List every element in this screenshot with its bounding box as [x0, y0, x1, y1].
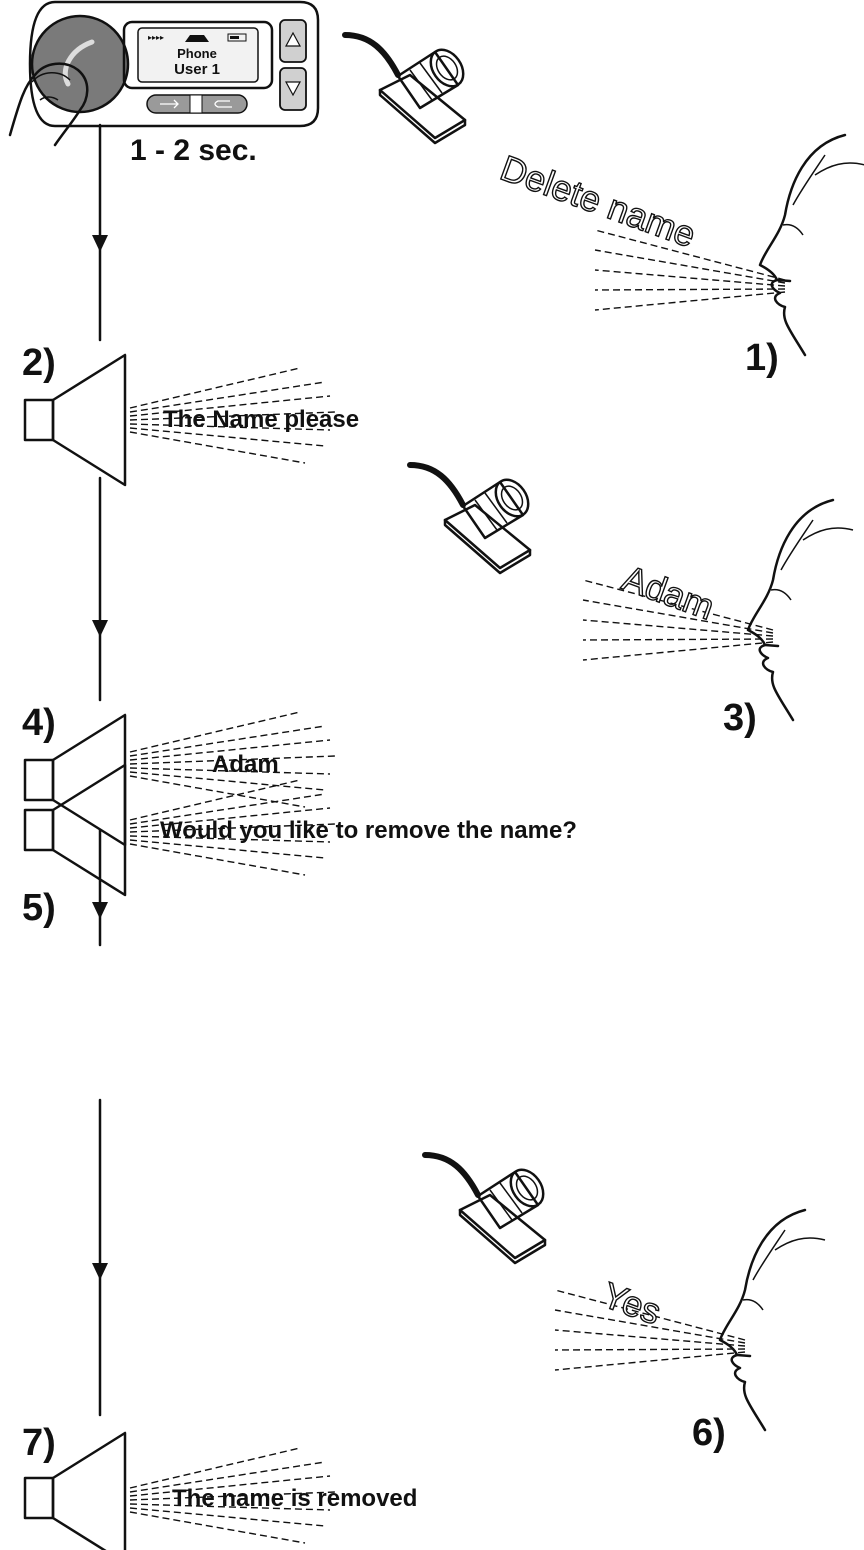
- step-5-prompt: Would you like to remove the name?: [160, 817, 577, 844]
- speaker-icon: [23, 763, 127, 897]
- step-1-speech: Delete name: [495, 147, 701, 255]
- step-1-number: 1): [745, 337, 779, 379]
- face-profile-icon: [746, 498, 855, 722]
- step-3-speech: Adam: [617, 557, 719, 628]
- arrow-down-icon: [92, 902, 108, 919]
- arrow-down-icon: [92, 620, 108, 637]
- step-2-number: 2): [22, 342, 56, 384]
- screen-line-2: User 1: [174, 61, 220, 78]
- face-profile-icon: [758, 133, 864, 357]
- finger-icon: [8, 62, 89, 147]
- step-7-number: 7): [22, 1422, 56, 1464]
- step-4-number: 4): [22, 702, 56, 744]
- microphone-icon: [410, 465, 535, 573]
- microphone-icon: [425, 1155, 550, 1263]
- hold-time-label: 1 - 2 sec.: [130, 134, 257, 167]
- arrow-down-icon: [92, 235, 108, 252]
- phone-device-icon: ▸▸▸▸: [28, 0, 320, 128]
- step-7-prompt: The name is removed: [172, 1485, 417, 1512]
- step-5-number: 5): [22, 887, 56, 929]
- arrow-down-icon: [92, 1263, 108, 1280]
- microphone-icon: [345, 35, 470, 143]
- step-6-number: 6): [692, 1412, 726, 1454]
- screen-line-1: Phone: [177, 46, 217, 61]
- step-4-prompt: Adam: [212, 751, 279, 778]
- step-3-number: 3): [723, 697, 757, 739]
- face-profile-icon: [718, 1208, 827, 1432]
- step-6-speech: Yes: [597, 1274, 666, 1333]
- step-2-prompt: The Name please: [163, 406, 359, 433]
- svg-text:▸▸▸▸: ▸▸▸▸: [148, 33, 164, 42]
